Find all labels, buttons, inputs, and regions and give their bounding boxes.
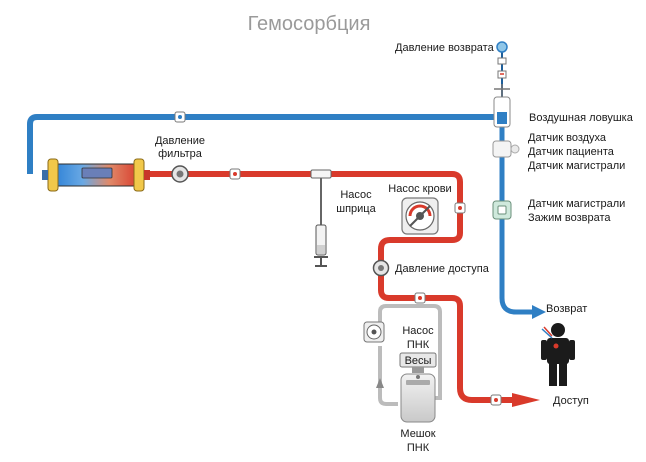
air-sensor-label-3: Датчик магистрали <box>528 160 625 172</box>
air-sensor-icon <box>492 140 520 158</box>
pnk-pump-label-1: Насос <box>402 325 434 337</box>
line-clamp-icon <box>174 111 502 406</box>
line-sensor-label-2: Зажим возврата <box>528 212 611 224</box>
return-pressure-label: Давление возврата <box>395 42 495 54</box>
line-sensor-label-1: Датчик магистрали <box>528 198 625 210</box>
filter-column-icon <box>42 158 150 192</box>
pnk-pump-label-2: ПНК <box>407 339 430 351</box>
syringe-pump-label-2: шприца <box>336 203 376 215</box>
syringe-pump-label-1: Насос <box>340 189 372 201</box>
access-label: Доступ <box>553 395 589 407</box>
scales-label: Весы <box>405 355 432 367</box>
pnk-bag-icon <box>400 373 436 423</box>
air-sensor-label-2: Датчик пациента <box>528 146 615 158</box>
access-pressure-label: Давление доступа <box>395 263 490 275</box>
air-sensor-label-1: Датчик воздуха <box>528 132 607 144</box>
access-pressure-gauge-icon <box>372 259 390 277</box>
scales-display: Весы <box>399 352 437 373</box>
return-clamp-icon <box>492 200 512 220</box>
filter-pressure-gauge-icon <box>171 165 189 183</box>
return-arrow-icon <box>532 305 546 319</box>
syringe-icon <box>310 169 332 267</box>
pnk-bag-label-1: Мешок <box>400 428 435 440</box>
air-trap-icon <box>493 84 511 128</box>
return-pressure-sensor-icon <box>496 41 508 79</box>
air-trap-label: Воздушная ловушка <box>529 112 634 124</box>
filter-pressure-label-2: фильтра <box>158 148 203 160</box>
blood-pump-label: Насос крови <box>388 183 451 195</box>
pnk-pump-icon <box>363 321 385 343</box>
diagram-title: Гемосорбция <box>248 13 371 35</box>
pnk-bag-label-2: ПНК <box>407 442 430 454</box>
pnk-flow-arrow-icon <box>376 378 384 388</box>
return-label: Возврат <box>546 303 587 315</box>
blood-pump-icon <box>401 197 439 235</box>
filter-pressure-label-1: Давление <box>155 135 205 147</box>
patient-icon <box>541 323 575 386</box>
access-arrow-icon <box>512 393 540 407</box>
